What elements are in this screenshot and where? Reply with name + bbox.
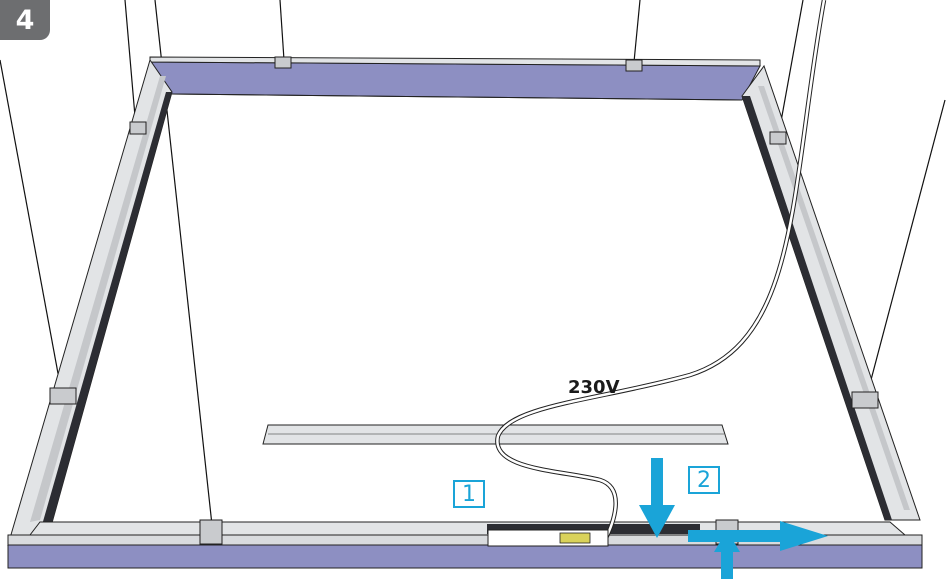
mounting-rail [262, 424, 729, 445]
voltage-label: 230V [568, 377, 620, 398]
step-number-badge: 4 [0, 0, 50, 40]
arrow-up [714, 530, 740, 579]
arrow-down [639, 458, 675, 538]
callout-2: 2 [688, 466, 720, 494]
hanging-brackets [49, 56, 879, 545]
driver-connector [487, 529, 609, 547]
arrow-right [688, 521, 828, 551]
action-arrows [639, 458, 828, 579]
callout-1: 1 [453, 480, 485, 508]
left-rail [7, 58, 173, 546]
